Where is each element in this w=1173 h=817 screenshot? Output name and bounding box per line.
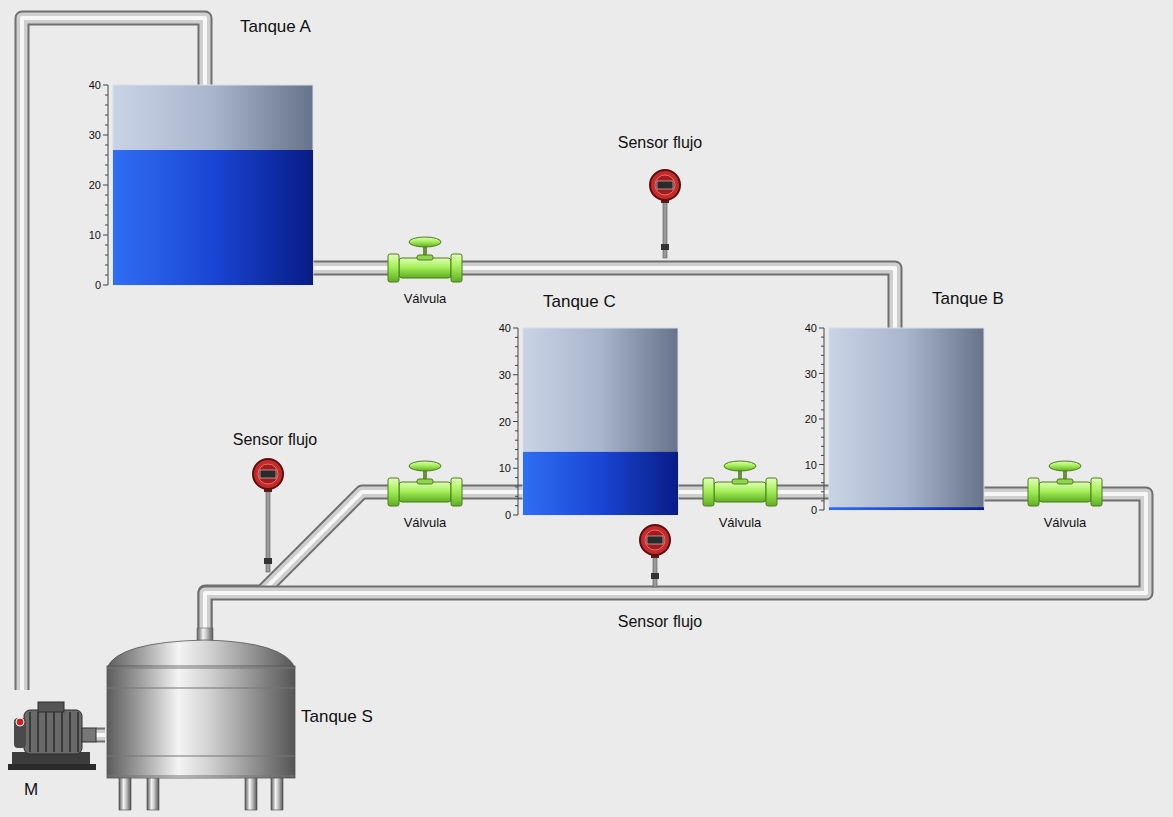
tank-title: Tanque B: [932, 290, 1004, 307]
scale-number: 0: [505, 510, 511, 521]
scale-number: 10: [805, 459, 817, 470]
scale-number: 30: [499, 369, 511, 380]
valve-symbol: [388, 237, 462, 282]
tank-scale: [819, 328, 824, 510]
tank-graphic: [829, 328, 984, 510]
tank-title: Tanque A: [240, 18, 311, 35]
scale-number: 0: [811, 505, 817, 516]
valve-label: Válvula: [1044, 516, 1087, 529]
scale-number: 20: [805, 414, 817, 425]
tank: Tanque C: [523, 328, 678, 515]
scale-number: 40: [89, 80, 101, 91]
scale-number: 0: [95, 280, 101, 291]
tank-title: M: [24, 781, 38, 798]
scale-number: 10: [499, 463, 511, 474]
pipe-stroke: [96, 730, 105, 741]
tank: Tanque S: [105, 628, 297, 810]
valve-label: Válvula: [404, 292, 447, 305]
valve-symbol: [703, 461, 777, 506]
pipe-stroke: [205, 492, 523, 628]
scale-number: 40: [805, 323, 817, 334]
scale-number: 30: [89, 130, 101, 141]
scale-number: 40: [499, 323, 511, 334]
flow-sensor: [650, 170, 680, 258]
sensor-label: Sensor flujo: [618, 135, 703, 151]
pipe-stroke: [96, 728, 105, 743]
valve-symbol: [388, 461, 462, 506]
tank-title: Tanque C: [543, 293, 616, 310]
pipe: [96, 735, 105, 736]
valve-label: Válvula: [404, 516, 447, 529]
flow-sensor: [253, 459, 283, 572]
pump-motor: M: [8, 690, 96, 775]
tank: Tanque B: [829, 328, 984, 510]
scale-number: 10: [89, 230, 101, 241]
scale-number: 20: [499, 416, 511, 427]
tank-graphic: [113, 85, 313, 285]
valve-label: Válvula: [719, 516, 762, 529]
pipe-stroke: [205, 492, 523, 628]
flow-sensor: [640, 525, 670, 587]
tank-title: Tanque S: [301, 708, 373, 725]
pipe-stroke: [96, 733, 105, 737]
tank-scale: [513, 328, 518, 515]
scale-number: 20: [89, 180, 101, 191]
tank: Tanque A: [113, 85, 313, 285]
scale-number: 30: [805, 368, 817, 379]
valve-symbol: [1028, 461, 1102, 506]
tank-graphic: [523, 328, 678, 515]
pipe-stroke: [205, 492, 523, 628]
motor-graphic: [8, 690, 96, 775]
sensor-label: Sensor flujo: [618, 614, 703, 630]
pipe: [205, 492, 523, 628]
sensor-label: Sensor flujo: [233, 432, 318, 448]
tank-scale: [103, 85, 108, 285]
drum-graphic: [105, 628, 297, 810]
